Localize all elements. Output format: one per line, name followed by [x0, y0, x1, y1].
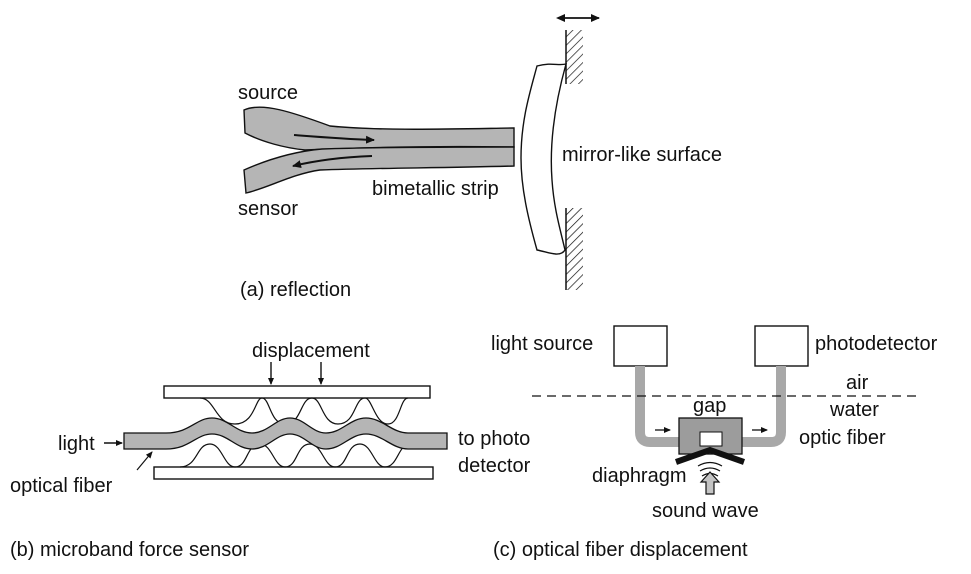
water-label: water [829, 399, 879, 421]
bimetallic-strip [520, 63, 567, 255]
optic-fiber-label: optic fiber [799, 427, 886, 449]
light-source-label: light source [491, 333, 593, 355]
top-plate [163, 385, 431, 399]
source-label: source [238, 82, 298, 104]
air-label: air [846, 372, 869, 394]
panel-b-caption: (b) microband force sensor [10, 539, 249, 561]
to-photo-label: to photo [458, 428, 530, 450]
mirror-surface-label: mirror-like surface [562, 144, 722, 166]
panel-b-microband: displacement light optical fiber to phot… [10, 340, 531, 561]
panel-a-reflection: source sensor bimetallic strip mirror-li… [238, 14, 722, 301]
displacement-label: displacement [252, 340, 370, 362]
photodetector-label: photodetector [815, 333, 938, 355]
top-teeth [199, 397, 409, 425]
bottom-teeth [179, 443, 411, 468]
panel-a-caption: (a) reflection [240, 279, 351, 301]
photodetector-box [754, 325, 809, 367]
optical-fiber-label: optical fiber [10, 475, 113, 497]
microbend-optical-fiber [123, 417, 448, 450]
light-source-box [613, 325, 668, 367]
source-light-arrow [293, 134, 375, 144]
diaphragm [675, 446, 745, 465]
panel-c-fiber-displacement: light source photodetector air water gap… [491, 325, 938, 561]
wall-lower [566, 208, 583, 290]
light-label: light [58, 433, 95, 455]
gap-label: gap [693, 395, 726, 417]
output-optic-fiber [738, 366, 786, 447]
bottom-plate [153, 466, 434, 480]
detector-label: detector [458, 455, 531, 477]
return-light-arrow [292, 155, 373, 169]
sensor-label: sensor [238, 198, 298, 220]
source-fiber-branch [243, 106, 515, 151]
wall-upper [566, 30, 583, 84]
sensor-fiber-branch [243, 146, 515, 194]
diaphragm-label: diaphragm [592, 465, 687, 487]
input-optic-fiber [635, 366, 682, 447]
bimetallic-strip-label: bimetallic strip [372, 178, 499, 200]
sound-wave-arrow [699, 471, 721, 495]
optical-fiber-pointer [136, 451, 153, 471]
gap-cavity [699, 431, 723, 447]
sound-wave-label: sound wave [652, 500, 759, 522]
panel-c-caption: (c) optical fiber displacement [493, 539, 748, 561]
